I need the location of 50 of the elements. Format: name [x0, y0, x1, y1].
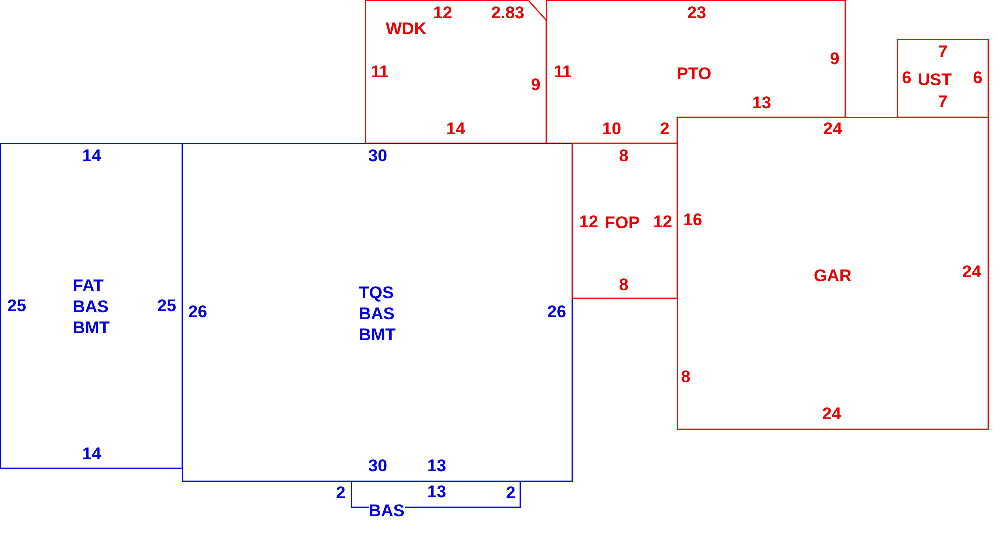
dimension-label: 14 [82, 446, 102, 462]
dimension-label: 10 [602, 120, 622, 138]
dimension-label: 12 [654, 214, 672, 230]
dimension-label: 13 [752, 94, 772, 112]
dimension-label: 25 [8, 298, 26, 314]
area-code: UST [918, 70, 952, 90]
dimension-label: 8 [619, 148, 629, 164]
area-code: FAT BAS BMT [73, 276, 111, 338]
dimension-label: 16 [684, 212, 702, 228]
dimension-label: 7 [938, 44, 948, 60]
dimension-label: 6 [973, 70, 983, 86]
dimension-label: 26 [188, 304, 208, 320]
dimension-label: 9 [830, 50, 840, 68]
dimension-label: 13 [428, 484, 446, 500]
dimension-label: 6 [902, 70, 912, 86]
area-outline [897, 39, 989, 118]
dimension-label: 30 [368, 148, 388, 164]
area-code: WDK [386, 18, 427, 40]
dimension-label: 13 [428, 458, 446, 474]
area-outline [0, 143, 183, 469]
dimension-label: 8 [619, 276, 629, 294]
dimension-label: 2 [336, 484, 346, 502]
dimension-label: 26 [548, 304, 566, 320]
dimension-label: 2.83 [491, 4, 525, 22]
dimension-label: 24 [962, 264, 982, 280]
dimension-label: 2 [506, 484, 516, 502]
dimension-label: 24 [824, 120, 842, 138]
dimension-label: 23 [688, 4, 706, 22]
dimension-label: 25 [158, 298, 176, 314]
area-outline [572, 143, 678, 299]
dimension-label: 8 [681, 368, 691, 386]
dimension-label: 2 [660, 120, 670, 138]
area-outline [365, 0, 547, 144]
dimension-label: 24 [822, 406, 842, 422]
dimension-label: 12 [580, 214, 598, 230]
area-code: GAR [814, 266, 852, 286]
dimension-label: 11 [554, 64, 572, 80]
dimension-label: 11 [371, 64, 389, 80]
dimension-label: 14 [446, 120, 466, 138]
dimension-label: 30 [368, 458, 388, 474]
area-outline [182, 143, 573, 482]
dimension-label: 9 [531, 76, 541, 94]
area-code: TQS BAS BMT [359, 282, 397, 346]
area-outline [546, 0, 846, 144]
area-code: FOP [605, 212, 640, 234]
dimension-label: 7 [938, 94, 948, 110]
area-outline [677, 117, 989, 430]
dimension-label: 12 [434, 4, 452, 22]
area-code: PTO [677, 64, 712, 84]
dimension-label: 14 [82, 148, 102, 164]
